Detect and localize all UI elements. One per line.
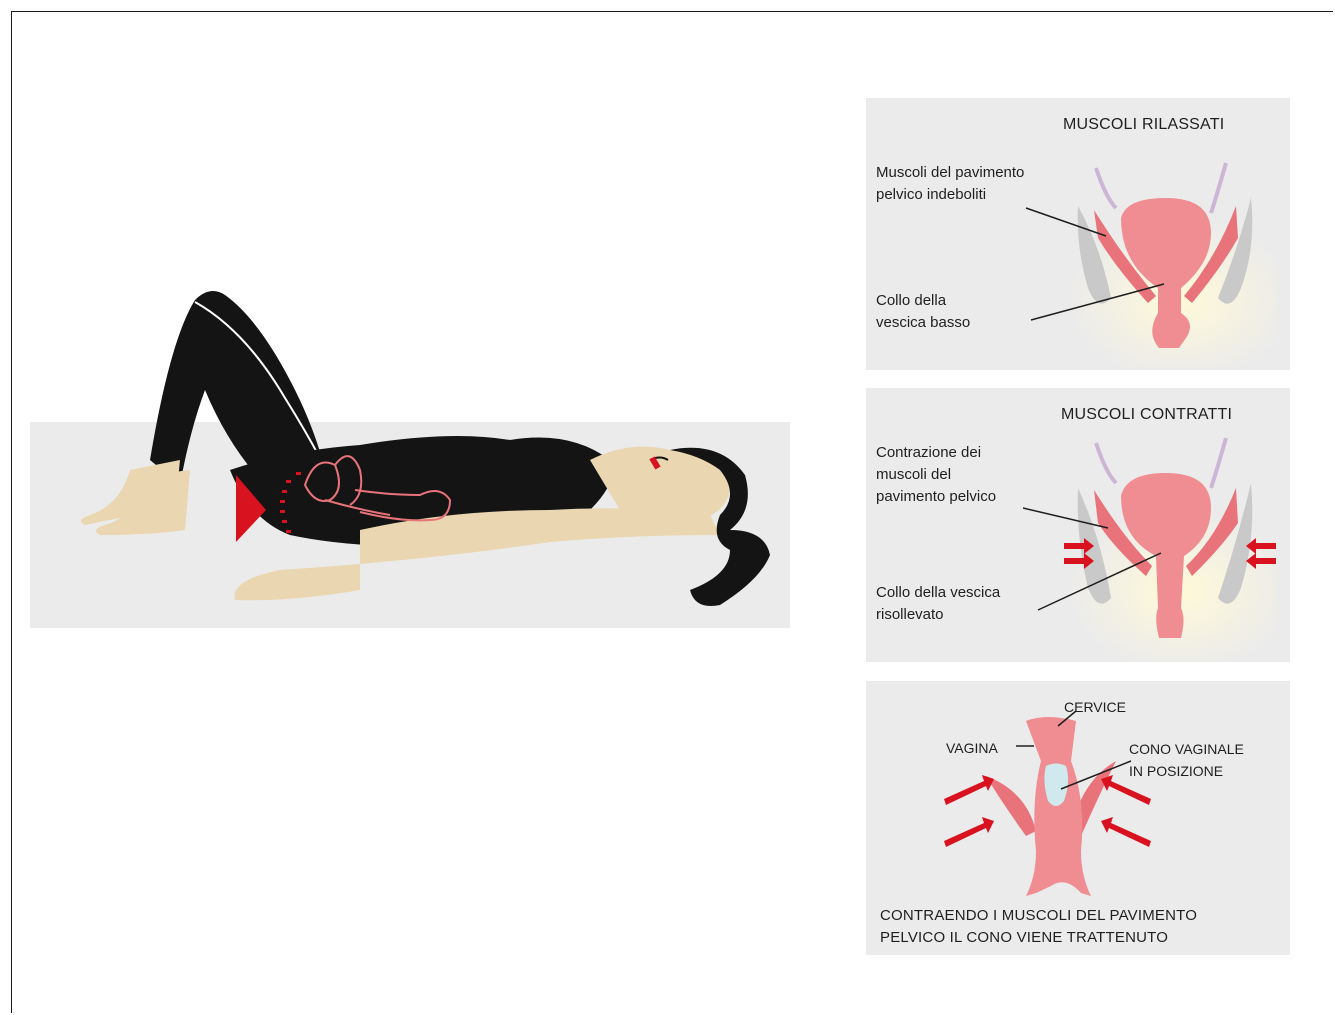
panel-relaxed-title: MUSCOLI RILASSATI — [1063, 116, 1224, 134]
panel-muscles-contracted: MUSCOLI CONTRATTI Contrazione dei muscol… — [866, 388, 1290, 662]
label-raised-neck-line1: Collo della vescica — [876, 582, 1000, 604]
label-weak-muscles-line1: Muscoli del pavimento — [876, 162, 1024, 184]
label-contraction-line2: muscoli del — [876, 464, 951, 486]
label-vagina: VAGINA — [946, 738, 998, 758]
panel-vaginal-cone: CERVICE VAGINA CONO VAGINALE IN POSIZION… — [866, 681, 1290, 955]
pressure-arrows-right — [1101, 775, 1151, 847]
label-cervix: CERVICE — [1064, 697, 1126, 717]
label-low-neck-line1: Collo della — [876, 290, 946, 312]
label-contraction-line1: Contrazione dei — [876, 442, 981, 464]
label-raised-neck-line2: risollevato — [876, 604, 944, 626]
pressure-arrows-left — [944, 775, 994, 847]
panel-contracted-title: MUSCOLI CONTRATTI — [1061, 406, 1232, 424]
label-contraction-line3: pavimento pelvico — [876, 486, 996, 508]
exercise-illustration — [30, 280, 790, 630]
label-low-neck-line2: vescica basso — [876, 312, 970, 334]
woman-exercise-figure — [30, 280, 790, 630]
label-cone-line1: CONO VAGINALE — [1129, 739, 1244, 759]
label-weak-muscles-line2: pelvico indeboliti — [876, 184, 986, 206]
caption-line2: PELVICO IL CONO VIENE TRATTENUTO — [880, 927, 1168, 949]
panel-muscles-relaxed: MUSCOLI RILASSATI Muscoli del pavimento … — [866, 98, 1290, 370]
label-cone-line2: IN POSIZIONE — [1129, 761, 1223, 781]
caption-line1: CONTRAENDO I MUSCOLI DEL PAVIMENTO — [880, 905, 1197, 927]
